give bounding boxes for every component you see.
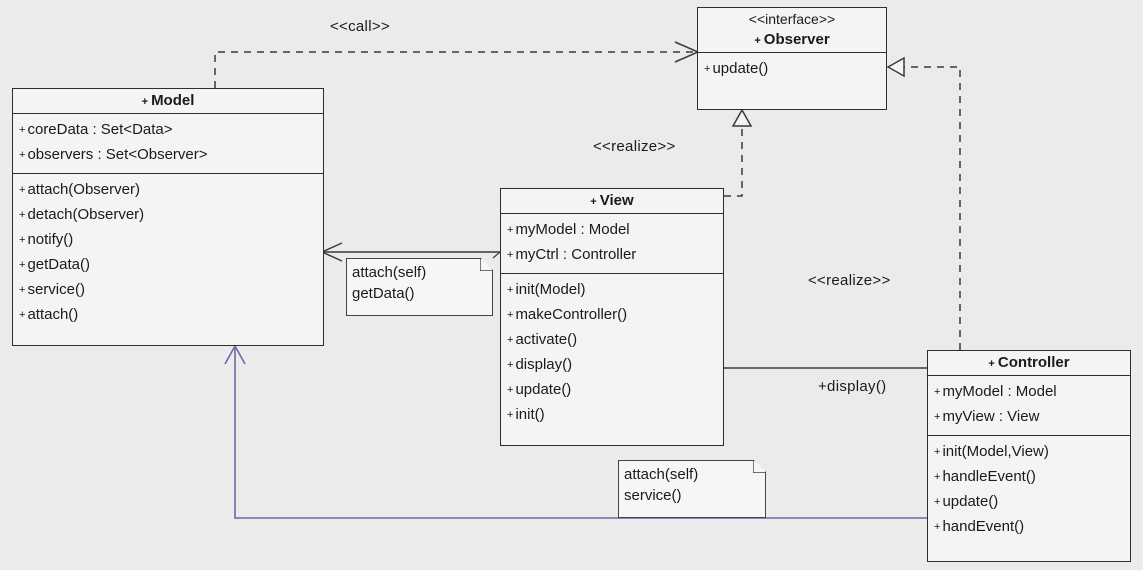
- view-attributes: myModel : Model myCtrl : Controller: [501, 214, 723, 273]
- controller-op: handleEvent(): [934, 465, 1124, 490]
- observer-header: <<interface>> Observer: [698, 8, 886, 53]
- model-name: Model: [142, 92, 195, 109]
- view-note-anchor: [492, 251, 501, 259]
- model-op: service(): [19, 278, 317, 303]
- view-operations: init(Model) makeController() activate() …: [501, 273, 723, 433]
- call-label: <<call>>: [330, 18, 390, 35]
- controller-note: attach(self) service(): [618, 460, 766, 518]
- controller-op: update(): [934, 490, 1124, 515]
- model-op: attach(Observer): [19, 178, 317, 203]
- observer-name: Observer: [754, 31, 829, 48]
- controller-name: Controller: [988, 354, 1069, 371]
- view-name: View: [590, 192, 633, 209]
- view-attr: myCtrl : Controller: [507, 243, 717, 268]
- view-realize-edge: [724, 126, 743, 197]
- controller-class[interactable]: Controller myModel : Model myView : View…: [927, 350, 1131, 562]
- view-note-line: getData(): [352, 285, 415, 302]
- view-header: View: [501, 189, 723, 214]
- view-note: attach(self) getData(): [346, 258, 493, 316]
- model-attr: observers : Set<Observer>: [19, 143, 317, 168]
- view-op: update(): [507, 378, 717, 403]
- display-label: +display(): [818, 378, 887, 395]
- controller-realize-arrowhead: [886, 56, 905, 78]
- model-op: attach(): [19, 303, 317, 328]
- controller-op: init(Model,View): [934, 440, 1124, 465]
- model-operations: attach(Observer) detach(Observer) notify…: [13, 173, 323, 333]
- model-op: notify(): [19, 228, 317, 253]
- view-realize-arrowhead: [731, 108, 753, 127]
- model-header: Model: [13, 89, 323, 114]
- observer-op: update(): [704, 57, 880, 82]
- observer-class[interactable]: <<interface>> Observer update(): [697, 7, 887, 110]
- controller-note-line: attach(self): [624, 466, 699, 483]
- view-op: makeController(): [507, 303, 717, 328]
- observer-stereotype: <<interface>>: [748, 11, 836, 27]
- model-attributes: coreData : Set<Data> observers : Set<Obs…: [13, 114, 323, 173]
- model-attr: coreData : Set<Data>: [19, 118, 317, 143]
- view-op: init(Model): [507, 278, 717, 303]
- view-op: display(): [507, 353, 717, 378]
- view-realize-label: <<realize>>: [593, 138, 676, 155]
- controller-realize-label: <<realize>>: [808, 272, 891, 289]
- model-class[interactable]: Model coreData : Set<Data> observers : S…: [12, 88, 324, 346]
- view-class[interactable]: View myModel : Model myCtrl : Controller…: [500, 188, 724, 446]
- controller-operations: init(Model,View) handleEvent() update() …: [928, 435, 1130, 545]
- controller-attr: myView : View: [934, 405, 1124, 430]
- controller-header: Controller: [928, 351, 1130, 376]
- controller-attributes: myModel : Model myView : View: [928, 376, 1130, 435]
- controller-attr: myModel : Model: [934, 380, 1124, 405]
- controller-realize-edge: [903, 66, 961, 350]
- view-note-line: attach(self): [352, 264, 427, 281]
- controller-op: handEvent(): [934, 515, 1124, 540]
- view-op: activate(): [507, 328, 717, 353]
- model-op: detach(Observer): [19, 203, 317, 228]
- observer-operations: update(): [698, 53, 886, 87]
- view-op: init(): [507, 403, 717, 428]
- model-op: getData(): [19, 253, 317, 278]
- controller-note-line: service(): [624, 487, 682, 504]
- controller-model-arrowhead: [224, 344, 246, 365]
- view-attr: myModel : Model: [507, 218, 717, 243]
- controller-model-edge: [234, 348, 927, 519]
- call-dependency-edge: [214, 51, 697, 88]
